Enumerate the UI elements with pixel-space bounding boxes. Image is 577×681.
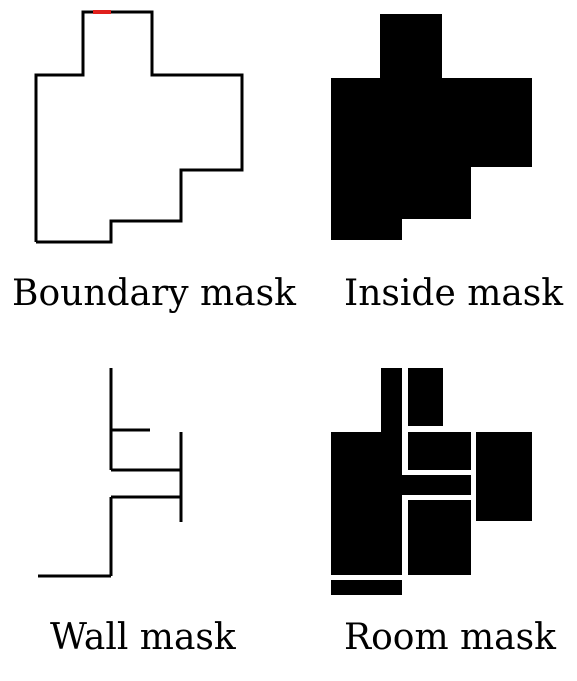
room-region [331, 580, 402, 595]
room-mask-caption: Room mask [344, 617, 556, 658]
room-region [381, 368, 402, 432]
boundary-outline [34, 10, 244, 244]
inside-mask-shape [331, 14, 532, 240]
room-region [408, 432, 471, 470]
wall-mask-caption: Wall mask [50, 617, 236, 658]
boundary-mask-caption: Boundary mask [12, 273, 296, 314]
room-region [402, 475, 471, 495]
room-region [331, 432, 402, 575]
inside-mask-caption: Inside mask [344, 273, 564, 314]
room-region [408, 368, 443, 426]
room-region [408, 500, 471, 575]
wall-mask-figure [38, 368, 183, 578]
room-region [476, 432, 532, 521]
room-mask-figure [331, 368, 532, 595]
